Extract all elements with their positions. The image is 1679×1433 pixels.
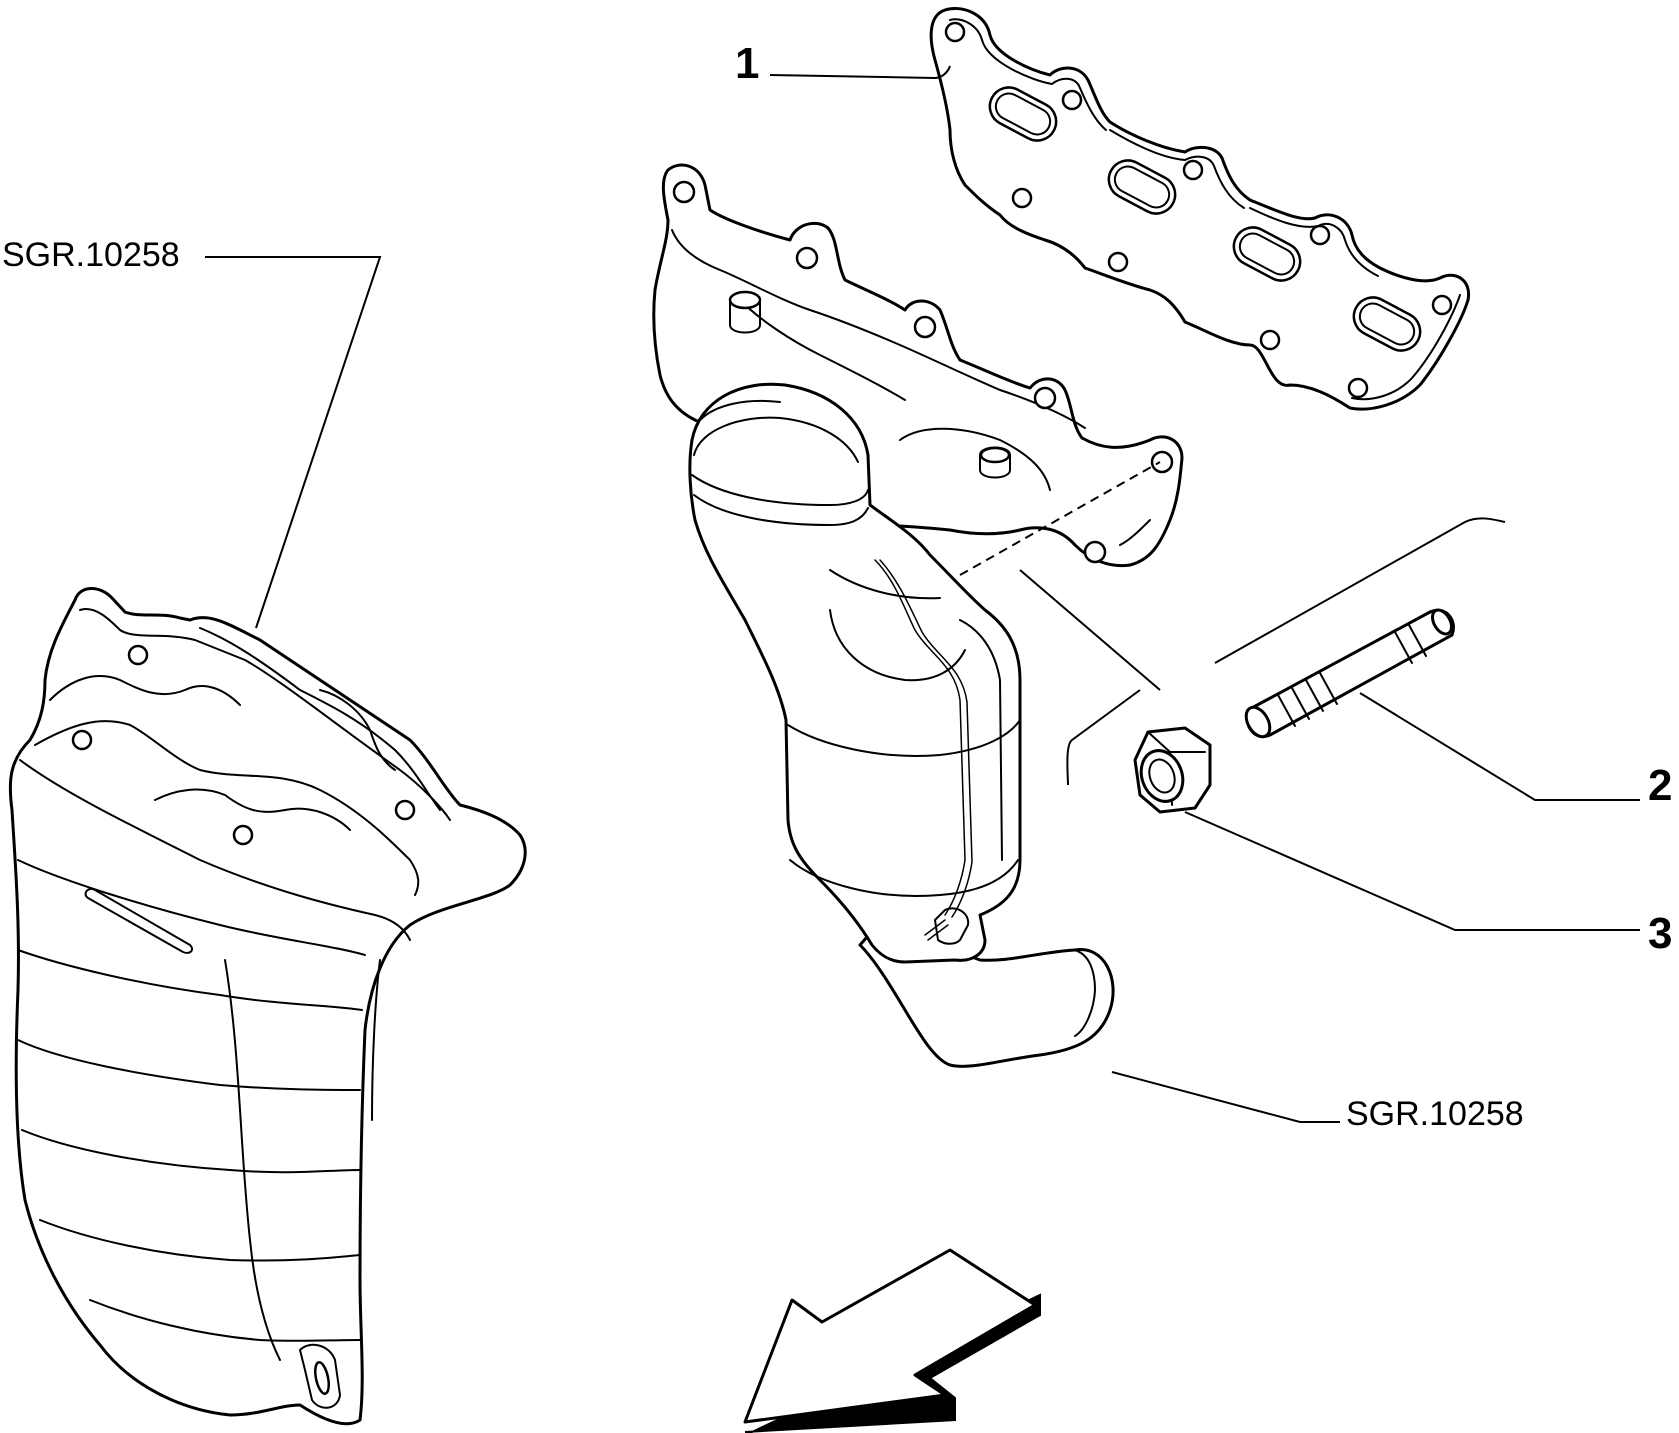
hex-nut — [1133, 726, 1212, 814]
exhaust-manifold-gasket — [929, 6, 1471, 411]
exhaust-manifold-catalytic-converter — [652, 163, 1184, 1068]
callout-ref-downpipe: SGR.10258 — [1346, 1095, 1524, 1133]
assembly-guide-lines — [1019, 517, 1506, 786]
callout-leaders — [205, 65, 1640, 1123]
callout-ref-heat-shield: SGR.10258 — [2, 236, 180, 274]
heat-shield — [8, 587, 527, 1426]
callout-part-1: 1 — [735, 39, 759, 88]
stud-bolt — [1244, 608, 1455, 739]
callout-part-2: 2 — [1648, 761, 1672, 810]
front-direction-arrow-icon — [743, 1248, 1041, 1433]
callout-part-3: 3 — [1648, 909, 1672, 958]
